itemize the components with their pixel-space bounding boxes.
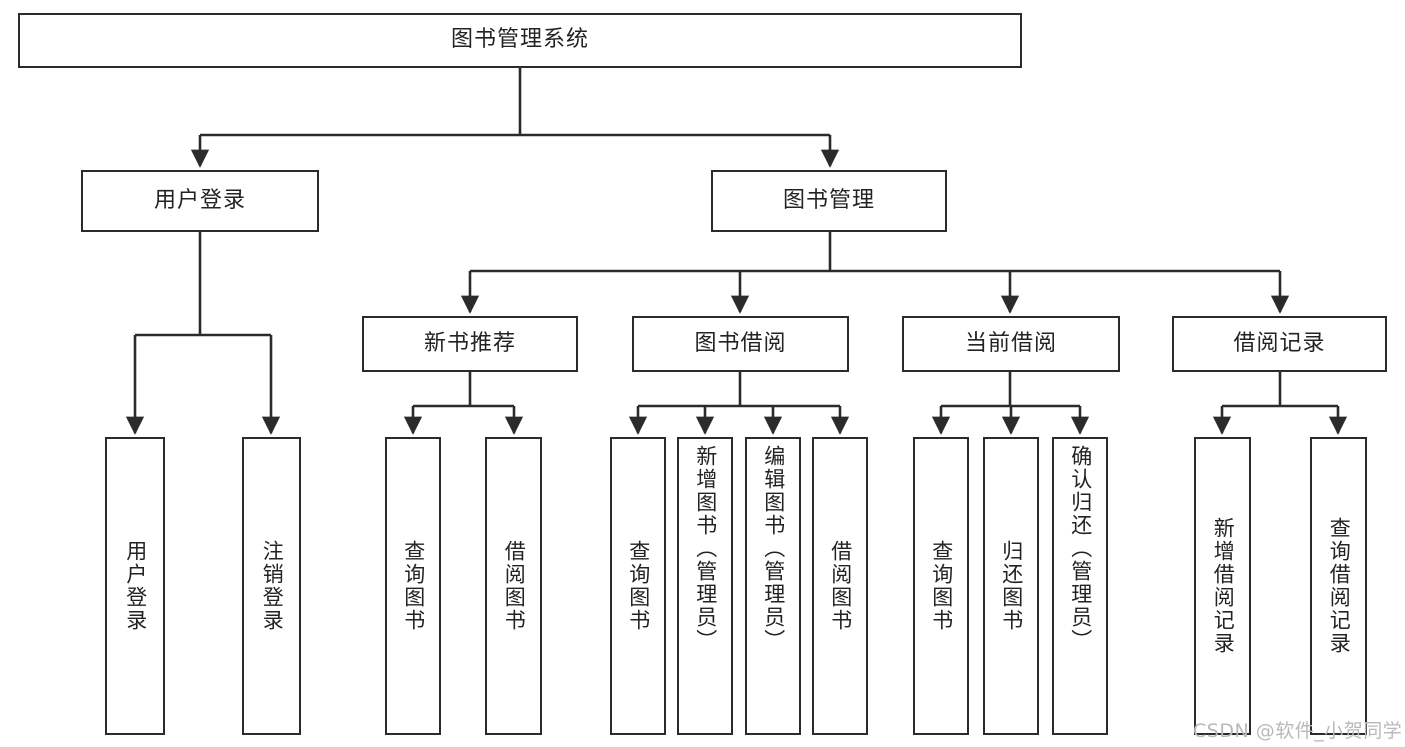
leaf-node-label: 注销登录: [260, 540, 285, 632]
leaf-node[interactable]: 查询图书: [385, 437, 441, 735]
node-borrow-record-label: 借阅记录: [1233, 330, 1326, 356]
leaf-node-label: 查询图书: [626, 540, 651, 632]
csdn-watermark: CSDN @软件_小贺同学: [1193, 720, 1403, 742]
node-new-book-recommend-label: 新书推荐: [423, 330, 516, 356]
node-book-borrow[interactable]: 图书借阅: [632, 316, 849, 372]
leaf-node-label: 确认归还（管理员）: [1068, 445, 1093, 652]
leaf-node[interactable]: 查询图书: [913, 437, 969, 735]
leaf-node-label: 新增图书（管理员）: [693, 445, 718, 652]
node-user-login-label: 用户登录: [153, 187, 246, 213]
leaf-node[interactable]: 确认归还（管理员）: [1052, 437, 1108, 735]
leaf-node[interactable]: 注销登录: [242, 437, 301, 735]
node-book-management-label: 图书管理: [782, 187, 875, 213]
node-root[interactable]: 图书管理系统: [18, 13, 1022, 68]
leaf-node-label: 新增借阅记录: [1211, 517, 1236, 655]
leaf-node[interactable]: 借阅图书: [485, 437, 542, 735]
node-current-borrow-label: 当前借阅: [964, 330, 1057, 356]
leaf-node[interactable]: 新增图书（管理员）: [677, 437, 733, 735]
leaf-node-label: 归还图书: [999, 540, 1024, 632]
node-user-login[interactable]: 用户登录: [81, 170, 319, 232]
leaf-node[interactable]: 用户登录: [105, 437, 165, 735]
leaf-node[interactable]: 编辑图书（管理员）: [745, 437, 801, 735]
leaf-node-label: 查询借阅记录: [1327, 517, 1352, 655]
leaf-node-label: 编辑图书（管理员）: [761, 445, 786, 652]
leaf-node[interactable]: 查询借阅记录: [1310, 437, 1367, 735]
node-current-borrow[interactable]: 当前借阅: [902, 316, 1120, 372]
leaf-node[interactable]: 归还图书: [983, 437, 1039, 735]
leaf-node-label: 查询图书: [401, 540, 426, 632]
leaf-node-label: 借阅图书: [502, 540, 527, 632]
leaf-node-label: 查询图书: [929, 540, 954, 632]
node-borrow-record[interactable]: 借阅记录: [1172, 316, 1387, 372]
leaf-node[interactable]: 查询图书: [610, 437, 666, 735]
node-root-label: 图书管理系统: [450, 27, 589, 53]
node-new-book-recommend[interactable]: 新书推荐: [362, 316, 578, 372]
leaf-node-label: 借阅图书: [828, 540, 853, 632]
node-book-management[interactable]: 图书管理: [711, 170, 947, 232]
node-book-borrow-label: 图书借阅: [694, 330, 787, 356]
leaf-node[interactable]: 借阅图书: [812, 437, 868, 735]
leaf-node[interactable]: 新增借阅记录: [1194, 437, 1251, 735]
leaf-node-label: 用户登录: [123, 540, 148, 632]
